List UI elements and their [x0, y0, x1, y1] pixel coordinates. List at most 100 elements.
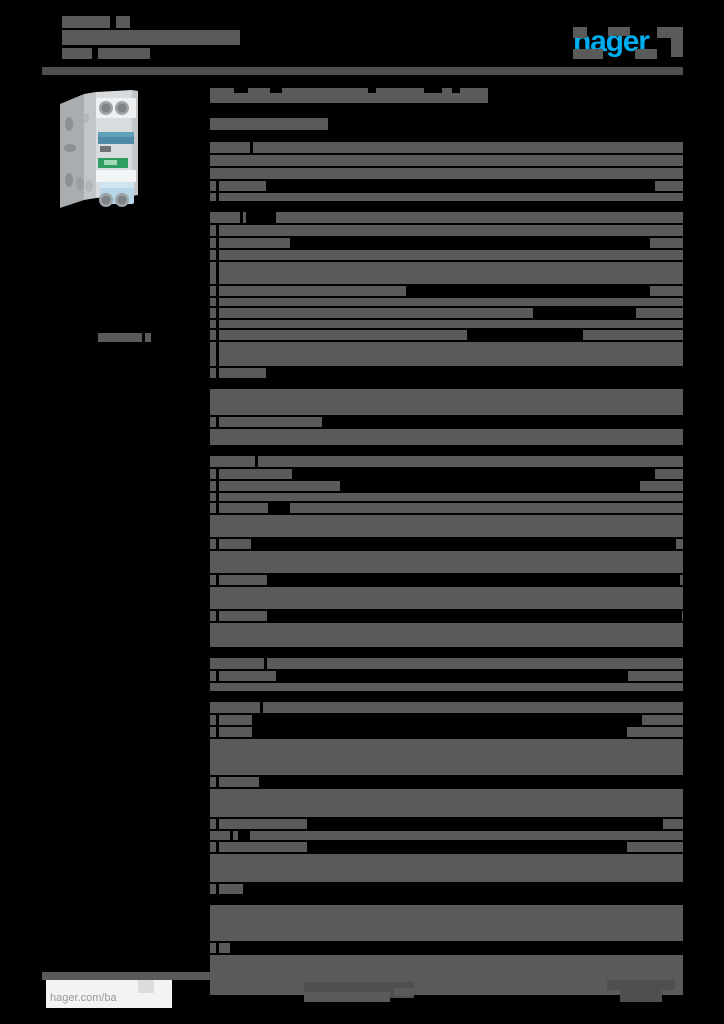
footer-page-number — [607, 980, 675, 990]
row-value-gap — [252, 715, 642, 725]
footer-center-text-2 — [304, 992, 390, 1002]
row-separator — [210, 296, 683, 298]
row-separator — [210, 427, 683, 429]
row-separator — [210, 201, 683, 203]
table-row — [210, 683, 683, 691]
header-title-line-1 — [62, 16, 110, 28]
section-gap — [210, 896, 683, 905]
row-separator — [210, 775, 683, 777]
title-notch-5 — [452, 88, 460, 93]
row-separator — [210, 681, 683, 683]
row-label-notch — [216, 181, 219, 191]
table-row — [210, 611, 683, 621]
title-notch-2 — [270, 88, 282, 93]
row-value-gap — [267, 575, 680, 585]
row-value-gap — [252, 727, 627, 737]
table-row — [210, 342, 683, 366]
page-header: hager — [42, 14, 683, 76]
table-row — [210, 715, 683, 725]
table-row — [210, 193, 683, 201]
table-row — [210, 481, 683, 491]
row-separator — [210, 725, 683, 727]
row-value-gap — [259, 777, 683, 787]
title-gap — [210, 103, 683, 118]
header-rule — [42, 67, 683, 75]
row-label-notch — [260, 702, 263, 713]
hager-logo: hager — [573, 27, 683, 59]
table-row — [210, 456, 683, 467]
footer-center-text-3 — [394, 988, 414, 996]
row-value-gap — [307, 819, 663, 829]
row-value-gap — [340, 481, 640, 491]
page-title — [210, 88, 683, 103]
row-separator — [210, 260, 683, 262]
table-row — [210, 539, 683, 549]
product-column — [42, 88, 192, 342]
row-separator — [210, 787, 683, 789]
table-row — [210, 142, 683, 153]
table-row — [210, 286, 683, 296]
row-separator — [210, 953, 683, 955]
row-label-notch — [216, 943, 219, 953]
table-row — [210, 905, 683, 941]
section-gap — [210, 447, 683, 456]
table-row — [210, 330, 683, 340]
table-row — [210, 854, 683, 882]
row-separator — [210, 573, 683, 575]
row-separator — [210, 513, 683, 515]
table-row — [210, 587, 683, 609]
row-separator — [210, 366, 683, 368]
row-value-gap — [406, 286, 650, 296]
spec-section — [210, 212, 683, 380]
title-notch-3 — [368, 88, 376, 93]
table-row — [210, 225, 683, 236]
row-value-gap — [268, 503, 290, 513]
row-label-notch — [216, 193, 219, 201]
row-separator — [210, 179, 683, 181]
footer-rule — [42, 972, 683, 980]
row-value-gap — [266, 368, 683, 378]
row-separator — [210, 537, 683, 539]
table-row — [210, 842, 683, 852]
row-separator — [210, 549, 683, 551]
product-caption — [98, 333, 142, 342]
section-gap — [210, 649, 683, 658]
row-value-gap — [533, 308, 636, 318]
table-row — [210, 884, 683, 894]
row-separator — [210, 153, 683, 155]
logo-redaction-e — [635, 49, 657, 59]
row-separator — [210, 691, 683, 693]
row-value-gap — [467, 330, 583, 340]
row-separator — [210, 817, 683, 819]
table-row — [210, 702, 683, 713]
row-value-gap — [307, 842, 627, 852]
table-row — [210, 389, 683, 415]
row-label-notch — [230, 831, 233, 840]
row-separator — [210, 306, 683, 308]
table-row — [210, 789, 683, 817]
row-label-notch — [216, 819, 219, 829]
row-label-notch — [250, 142, 253, 153]
row-value-gap — [238, 831, 250, 840]
row-label-notch — [216, 298, 219, 306]
row-label-notch — [216, 575, 219, 585]
row-separator — [210, 223, 683, 225]
row-value-gap — [251, 539, 676, 549]
row-label-notch — [216, 330, 219, 340]
footer-url[interactable]: hager.com/ba — [50, 992, 117, 1004]
row-separator — [210, 669, 683, 671]
table-row — [210, 368, 683, 378]
row-separator — [210, 236, 683, 238]
row-label-notch — [216, 342, 219, 366]
footer-page-number-2 — [620, 990, 662, 1002]
footer-url-box[interactable]: hager.com/ba — [46, 980, 172, 1008]
table-row — [210, 469, 683, 479]
row-separator — [210, 491, 683, 493]
row-label-notch — [216, 671, 219, 681]
section-gap — [210, 693, 683, 702]
row-label-notch — [216, 611, 219, 621]
page-footer: hager.com/ba — [42, 972, 683, 1014]
row-value-gap — [230, 943, 683, 953]
row-value-gap — [276, 671, 628, 681]
